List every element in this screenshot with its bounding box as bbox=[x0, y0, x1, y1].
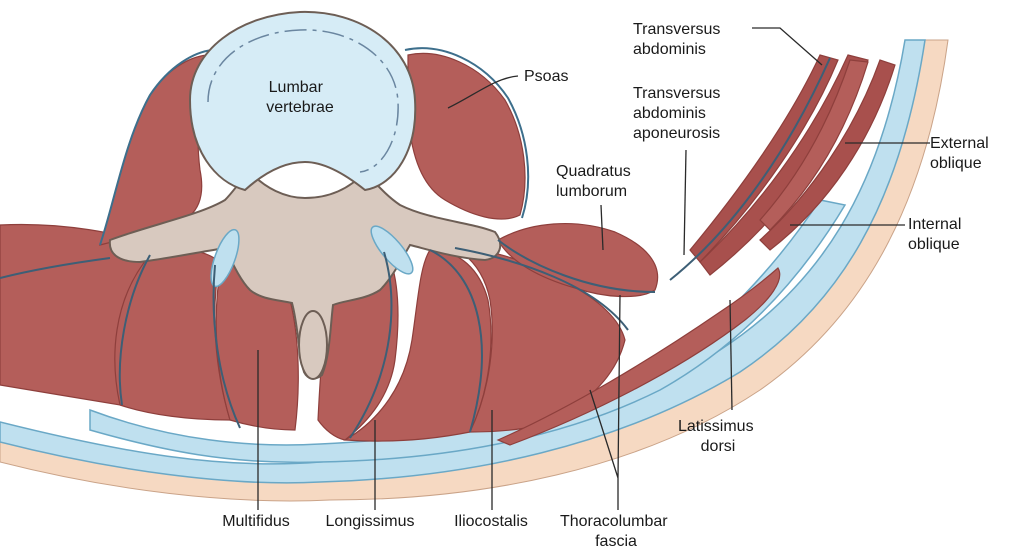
label-thoracolumbar-fascia-l1: Thoracolumbar bbox=[560, 513, 668, 530]
label-transversus-abdominis: Transversus abdominis bbox=[633, 21, 725, 58]
label-latissimus-dorsi: Latissimus dorsi bbox=[678, 418, 758, 455]
label-latissimus-dorsi-l2: dorsi bbox=[701, 438, 736, 455]
label-external-oblique-l1: External bbox=[930, 135, 989, 152]
label-quadratus-lumborum-l2: lumborum bbox=[556, 183, 627, 200]
label-psoas: Psoas bbox=[524, 68, 568, 85]
label-thoracolumbar-fascia: Thoracolumbar fascia bbox=[560, 513, 672, 550]
label-transversus-abdominis-l1: Transversus bbox=[633, 21, 720, 38]
label-iliocostalis: Iliocostalis bbox=[454, 513, 528, 530]
label-longissimus: Longissimus bbox=[326, 513, 415, 530]
label-quadratus-lumborum: Quadratus lumborum bbox=[556, 163, 635, 200]
label-transversus-aponeurosis-l3: aponeurosis bbox=[633, 125, 720, 142]
label-internal-oblique-l1: Internal bbox=[908, 216, 961, 233]
label-thoracolumbar-fascia-l2: fascia bbox=[595, 533, 637, 550]
label-multifidus: Multifidus bbox=[222, 513, 290, 530]
label-lumbar-vertebrae-l1: Lumbar bbox=[269, 79, 324, 96]
label-lumbar-vertebrae-l2: vertebrae bbox=[266, 99, 334, 116]
leader-aponeurosis bbox=[684, 150, 686, 255]
label-internal-oblique: Internal oblique bbox=[908, 216, 966, 253]
label-internal-oblique-l2: oblique bbox=[908, 236, 960, 253]
label-transversus-aponeurosis: Transversus abdominis aponeurosis bbox=[633, 85, 725, 142]
label-transversus-aponeurosis-l1: Transversus bbox=[633, 85, 720, 102]
leader-transversus bbox=[752, 28, 822, 65]
label-external-oblique-l2: oblique bbox=[930, 155, 982, 172]
label-quadratus-lumborum-l1: Quadratus bbox=[556, 163, 631, 180]
label-latissimus-dorsi-l1: Latissimus bbox=[678, 418, 754, 435]
label-external-oblique: External oblique bbox=[930, 135, 993, 172]
spinous-process bbox=[299, 311, 327, 379]
label-transversus-abdominis-l2: abdominis bbox=[633, 41, 706, 58]
label-transversus-aponeurosis-l2: abdominis bbox=[633, 105, 706, 122]
